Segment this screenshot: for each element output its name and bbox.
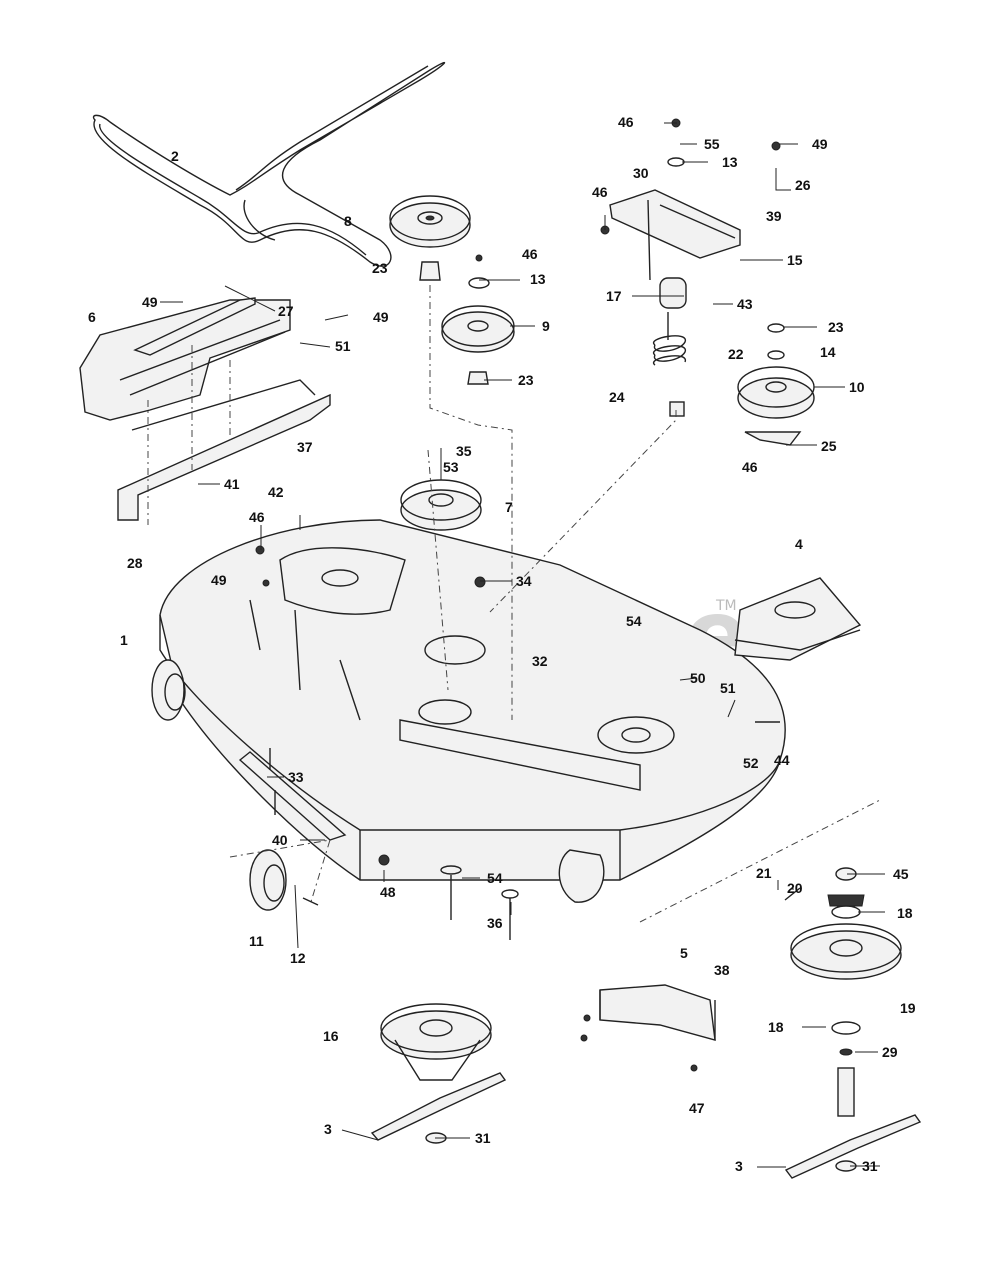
spindle-assembly-left bbox=[370, 1003, 507, 1144]
callout-label: 18 bbox=[768, 1019, 784, 1035]
callout-label: 14 bbox=[820, 344, 836, 360]
front-caster-wheels bbox=[151, 659, 347, 911]
alignment-lines bbox=[147, 285, 881, 923]
deck-plate-4 bbox=[734, 577, 862, 661]
callout-label: 19 bbox=[900, 1000, 916, 1016]
callout-label: 27 bbox=[278, 303, 294, 319]
callout-label: 46 bbox=[618, 114, 634, 130]
callout-label: 23 bbox=[828, 319, 844, 335]
leader-lines bbox=[160, 122, 885, 1168]
callout-label: 37 bbox=[297, 439, 313, 455]
callout-label: 54 bbox=[626, 613, 642, 629]
bracket-5 bbox=[580, 984, 716, 1072]
spindle-assembly-right bbox=[784, 867, 922, 1179]
callout-label: 13 bbox=[722, 154, 738, 170]
callout-label: 45 bbox=[893, 866, 909, 882]
callout-label: 51 bbox=[335, 338, 351, 354]
drive-belts bbox=[92, 61, 446, 267]
callout-label: 49 bbox=[373, 309, 389, 325]
callout-label: 24 bbox=[609, 389, 625, 405]
callout-label: 29 bbox=[882, 1044, 898, 1060]
callout-label: 25 bbox=[821, 438, 837, 454]
callout-label: 5 bbox=[680, 945, 688, 961]
callout-label: 12 bbox=[290, 950, 306, 966]
callout-label: 53 bbox=[443, 459, 459, 475]
callout-label: 47 bbox=[689, 1100, 705, 1116]
callout-label: 49 bbox=[211, 572, 227, 588]
callout-label: 40 bbox=[272, 832, 288, 848]
callout-label: 1 bbox=[120, 632, 128, 648]
pulley-10 bbox=[737, 323, 815, 446]
deck-fasteners bbox=[255, 545, 801, 940]
callout-labels: 1 2 3 3 4 5 6 7 8 9 10 11 12 13 13 14 15… bbox=[88, 114, 916, 1174]
callout-label: 49 bbox=[812, 136, 828, 152]
callout-label: 39 bbox=[766, 208, 782, 224]
callout-label: 3 bbox=[735, 1158, 743, 1174]
callout-label: 50 bbox=[690, 670, 706, 686]
callout-label: 51 bbox=[720, 680, 736, 696]
callout-label: 44 bbox=[774, 752, 790, 768]
callout-label: 10 bbox=[849, 379, 865, 395]
callout-label: 30 bbox=[633, 165, 649, 181]
callout-label: 17 bbox=[606, 288, 622, 304]
mower-deck bbox=[159, 519, 786, 903]
spindle-pulley bbox=[400, 448, 482, 531]
callout-label: 28 bbox=[127, 555, 143, 571]
belt-cover bbox=[79, 297, 331, 521]
callout-label: 22 bbox=[728, 346, 744, 362]
callout-label: 16 bbox=[323, 1028, 339, 1044]
callout-label: 46 bbox=[592, 184, 608, 200]
watermark-trademark: TM bbox=[715, 598, 737, 614]
callout-label: 33 bbox=[288, 769, 304, 785]
callout-label: 46 bbox=[249, 509, 265, 525]
callout-label: 36 bbox=[487, 915, 503, 931]
callout-label: 32 bbox=[532, 653, 548, 669]
callout-label: 52 bbox=[743, 755, 759, 771]
callout-label: 8 bbox=[344, 213, 352, 229]
callout-label: 46 bbox=[742, 459, 758, 475]
callout-label: 34 bbox=[516, 573, 532, 589]
callout-label: 26 bbox=[795, 177, 811, 193]
callout-label: 9 bbox=[542, 318, 550, 334]
pulley-upper bbox=[389, 195, 471, 281]
callout-label: 31 bbox=[475, 1130, 491, 1146]
callout-label: 48 bbox=[380, 884, 396, 900]
callout-label: 38 bbox=[714, 962, 730, 978]
callout-label: 55 bbox=[704, 136, 720, 152]
callout-label: 42 bbox=[268, 484, 284, 500]
callout-label: 7 bbox=[505, 499, 513, 515]
callout-label: 23 bbox=[518, 372, 534, 388]
callout-label: 54 bbox=[487, 870, 503, 886]
callout-label: 35 bbox=[456, 443, 472, 459]
callout-label: 43 bbox=[737, 296, 753, 312]
callout-label: 49 bbox=[142, 294, 158, 310]
callout-label: 11 bbox=[249, 933, 264, 949]
callout-label: 4 bbox=[795, 536, 803, 552]
callout-label: 31 bbox=[862, 1158, 878, 1174]
callout-label: 15 bbox=[787, 252, 803, 268]
callout-label: 6 bbox=[88, 309, 96, 325]
callout-label: 13 bbox=[530, 271, 546, 287]
callout-label: 46 bbox=[522, 246, 538, 262]
callout-label: 23 bbox=[372, 260, 388, 276]
callout-label: 18 bbox=[897, 905, 913, 921]
callout-label: 20 bbox=[787, 880, 803, 896]
callout-label: 2 bbox=[171, 148, 179, 164]
callout-label: 41 bbox=[224, 476, 240, 492]
pulley-idler-9 bbox=[441, 254, 515, 385]
callout-label: 3 bbox=[324, 1121, 332, 1137]
callout-label: 21 bbox=[756, 865, 772, 881]
